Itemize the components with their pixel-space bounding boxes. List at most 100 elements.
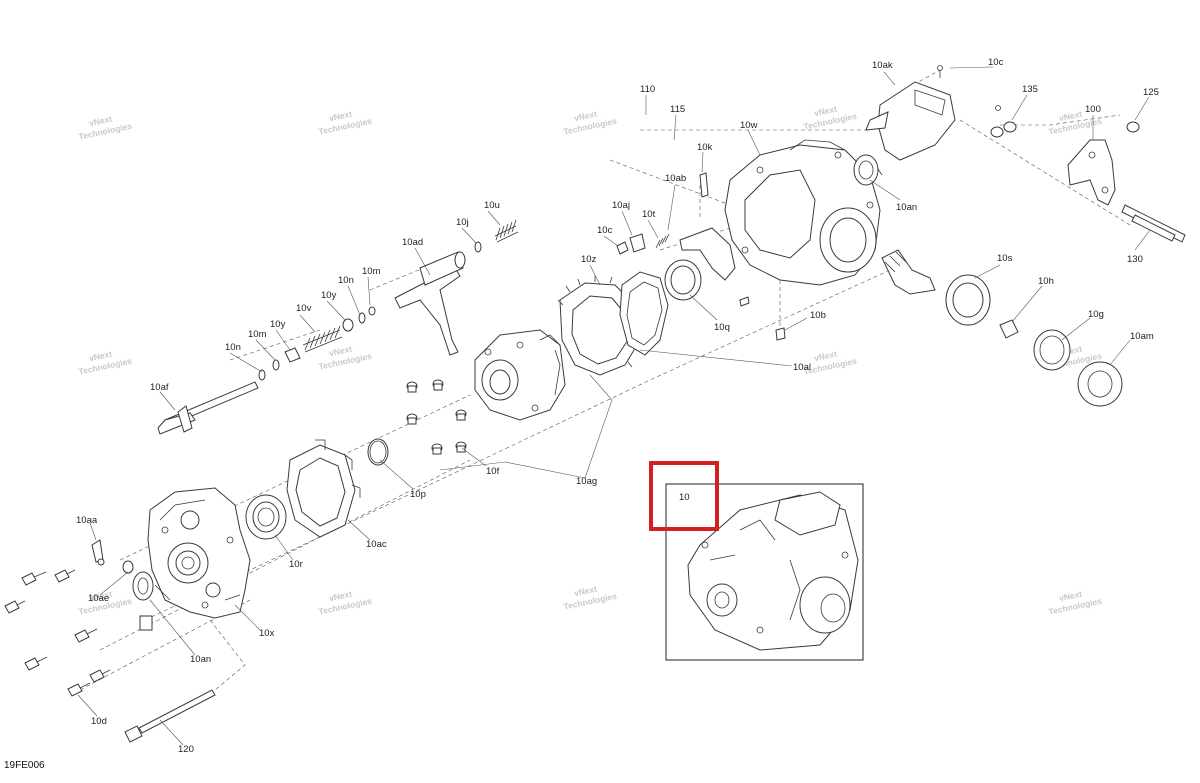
label-10c: 10c — [988, 57, 1004, 68]
label-10an: 10an — [190, 654, 211, 665]
label-10w: 10w — [740, 120, 758, 131]
label-10b: 10b — [810, 310, 826, 321]
shift-plate — [679, 227, 736, 281]
label-10-assembly: 10 — [679, 492, 690, 503]
svg-text:vNext: vNext — [1058, 109, 1083, 124]
actuator-10ak — [865, 65, 1001, 161]
pinion-assembly — [881, 249, 1123, 407]
spring-chain-left — [258, 306, 376, 381]
label-10am: 10am — [1130, 331, 1154, 342]
leader-lines — [77, 66, 1151, 746]
label-10n: 10n — [338, 275, 354, 286]
label-10k: 10k — [697, 142, 713, 153]
bolt-group-10f — [406, 379, 467, 455]
label-10f: 10f — [486, 466, 500, 477]
bolt — [21, 571, 47, 586]
svg-text:vNext: vNext — [88, 589, 113, 604]
seal-10an-top — [853, 154, 879, 186]
label-130: 130 — [1127, 254, 1143, 265]
o-ring-10p — [367, 438, 389, 466]
label-10n: 10n — [225, 342, 241, 353]
label-10m: 10m — [248, 329, 267, 340]
label-10g: 10g — [1088, 309, 1104, 320]
label-10z: 10z — [581, 254, 597, 265]
small-parts-center — [616, 172, 786, 341]
svg-text:vNext: vNext — [573, 109, 598, 124]
label-10ab: 10ab — [665, 173, 686, 184]
label-135: 135 — [1022, 84, 1038, 95]
svg-text:vNext: vNext — [88, 349, 113, 364]
seal-10q — [664, 259, 702, 301]
label-10an: 10an — [896, 202, 917, 213]
label-10r: 10r — [289, 559, 303, 570]
label-115: 115 — [670, 104, 685, 115]
svg-text:vNext: vNext — [328, 589, 353, 604]
label-10u: 10u — [484, 200, 500, 211]
label-10x: 10x — [259, 628, 275, 639]
bolt — [74, 628, 98, 643]
bolt — [89, 669, 111, 683]
label-10ac: 10ac — [366, 539, 387, 550]
bolt — [406, 381, 418, 393]
long-bolt — [124, 689, 216, 743]
left-housing-cover — [147, 487, 251, 619]
label-10ag: 10ag — [576, 476, 597, 487]
label-10h: 10h — [1038, 276, 1054, 287]
label-10d: 10d — [91, 716, 107, 727]
label-10ae: 10ae — [88, 593, 109, 604]
bolt — [67, 682, 91, 697]
label-10aj: 10aj — [612, 200, 630, 211]
svg-text:vNext: vNext — [328, 109, 353, 124]
label-10s: 10s — [997, 253, 1013, 264]
label-10p: 10p — [410, 489, 426, 500]
clutch-ring — [619, 271, 669, 356]
label-10al: 10al — [793, 362, 811, 373]
label-120: 120 — [178, 744, 194, 755]
ring-gear-10z — [557, 276, 647, 376]
bolt — [431, 443, 443, 455]
bolt — [432, 379, 444, 391]
bracket-100 — [990, 121, 1186, 243]
label-10j: 10j — [456, 217, 469, 228]
label-10ad: 10ad — [402, 237, 423, 248]
differential-10ag — [474, 329, 566, 421]
bolt — [24, 656, 48, 671]
shift-shaft-10af — [157, 381, 259, 435]
spring-chain-top — [474, 219, 519, 253]
label-10y: 10y — [321, 290, 337, 301]
svg-text:vNext: vNext — [328, 344, 353, 359]
shift-fork-10ad — [394, 251, 466, 356]
svg-text:vNext: vNext — [813, 349, 838, 364]
ring-10ac — [286, 439, 361, 538]
diagram-reference-code: 19FE006 — [4, 760, 45, 771]
bolt — [455, 441, 467, 453]
left-fasteners — [4, 539, 216, 743]
label-10m: 10m — [362, 266, 381, 277]
label-10q: 10q — [714, 322, 730, 333]
svg-text:vNext: vNext — [1058, 589, 1083, 604]
bolt — [54, 569, 76, 583]
bolt — [455, 409, 467, 421]
main-housing-10w — [724, 139, 883, 286]
bearing-10r — [245, 494, 287, 540]
label-10t: 10t — [642, 209, 656, 220]
label-125: 125 — [1143, 87, 1159, 98]
highlight-box[interactable] — [649, 461, 719, 531]
svg-text:vNext: vNext — [573, 584, 598, 599]
label-10ak: 10ak — [872, 60, 893, 71]
label-110: 110 — [640, 84, 655, 95]
svg-text:vNext: vNext — [88, 114, 113, 129]
bolt — [4, 600, 26, 614]
callout-labels: 110 115 10ak 10c 135 100 125 10w 10k 10a… — [76, 57, 1159, 755]
label-100: 100 — [1085, 104, 1101, 115]
label-10v: 10v — [296, 303, 312, 314]
